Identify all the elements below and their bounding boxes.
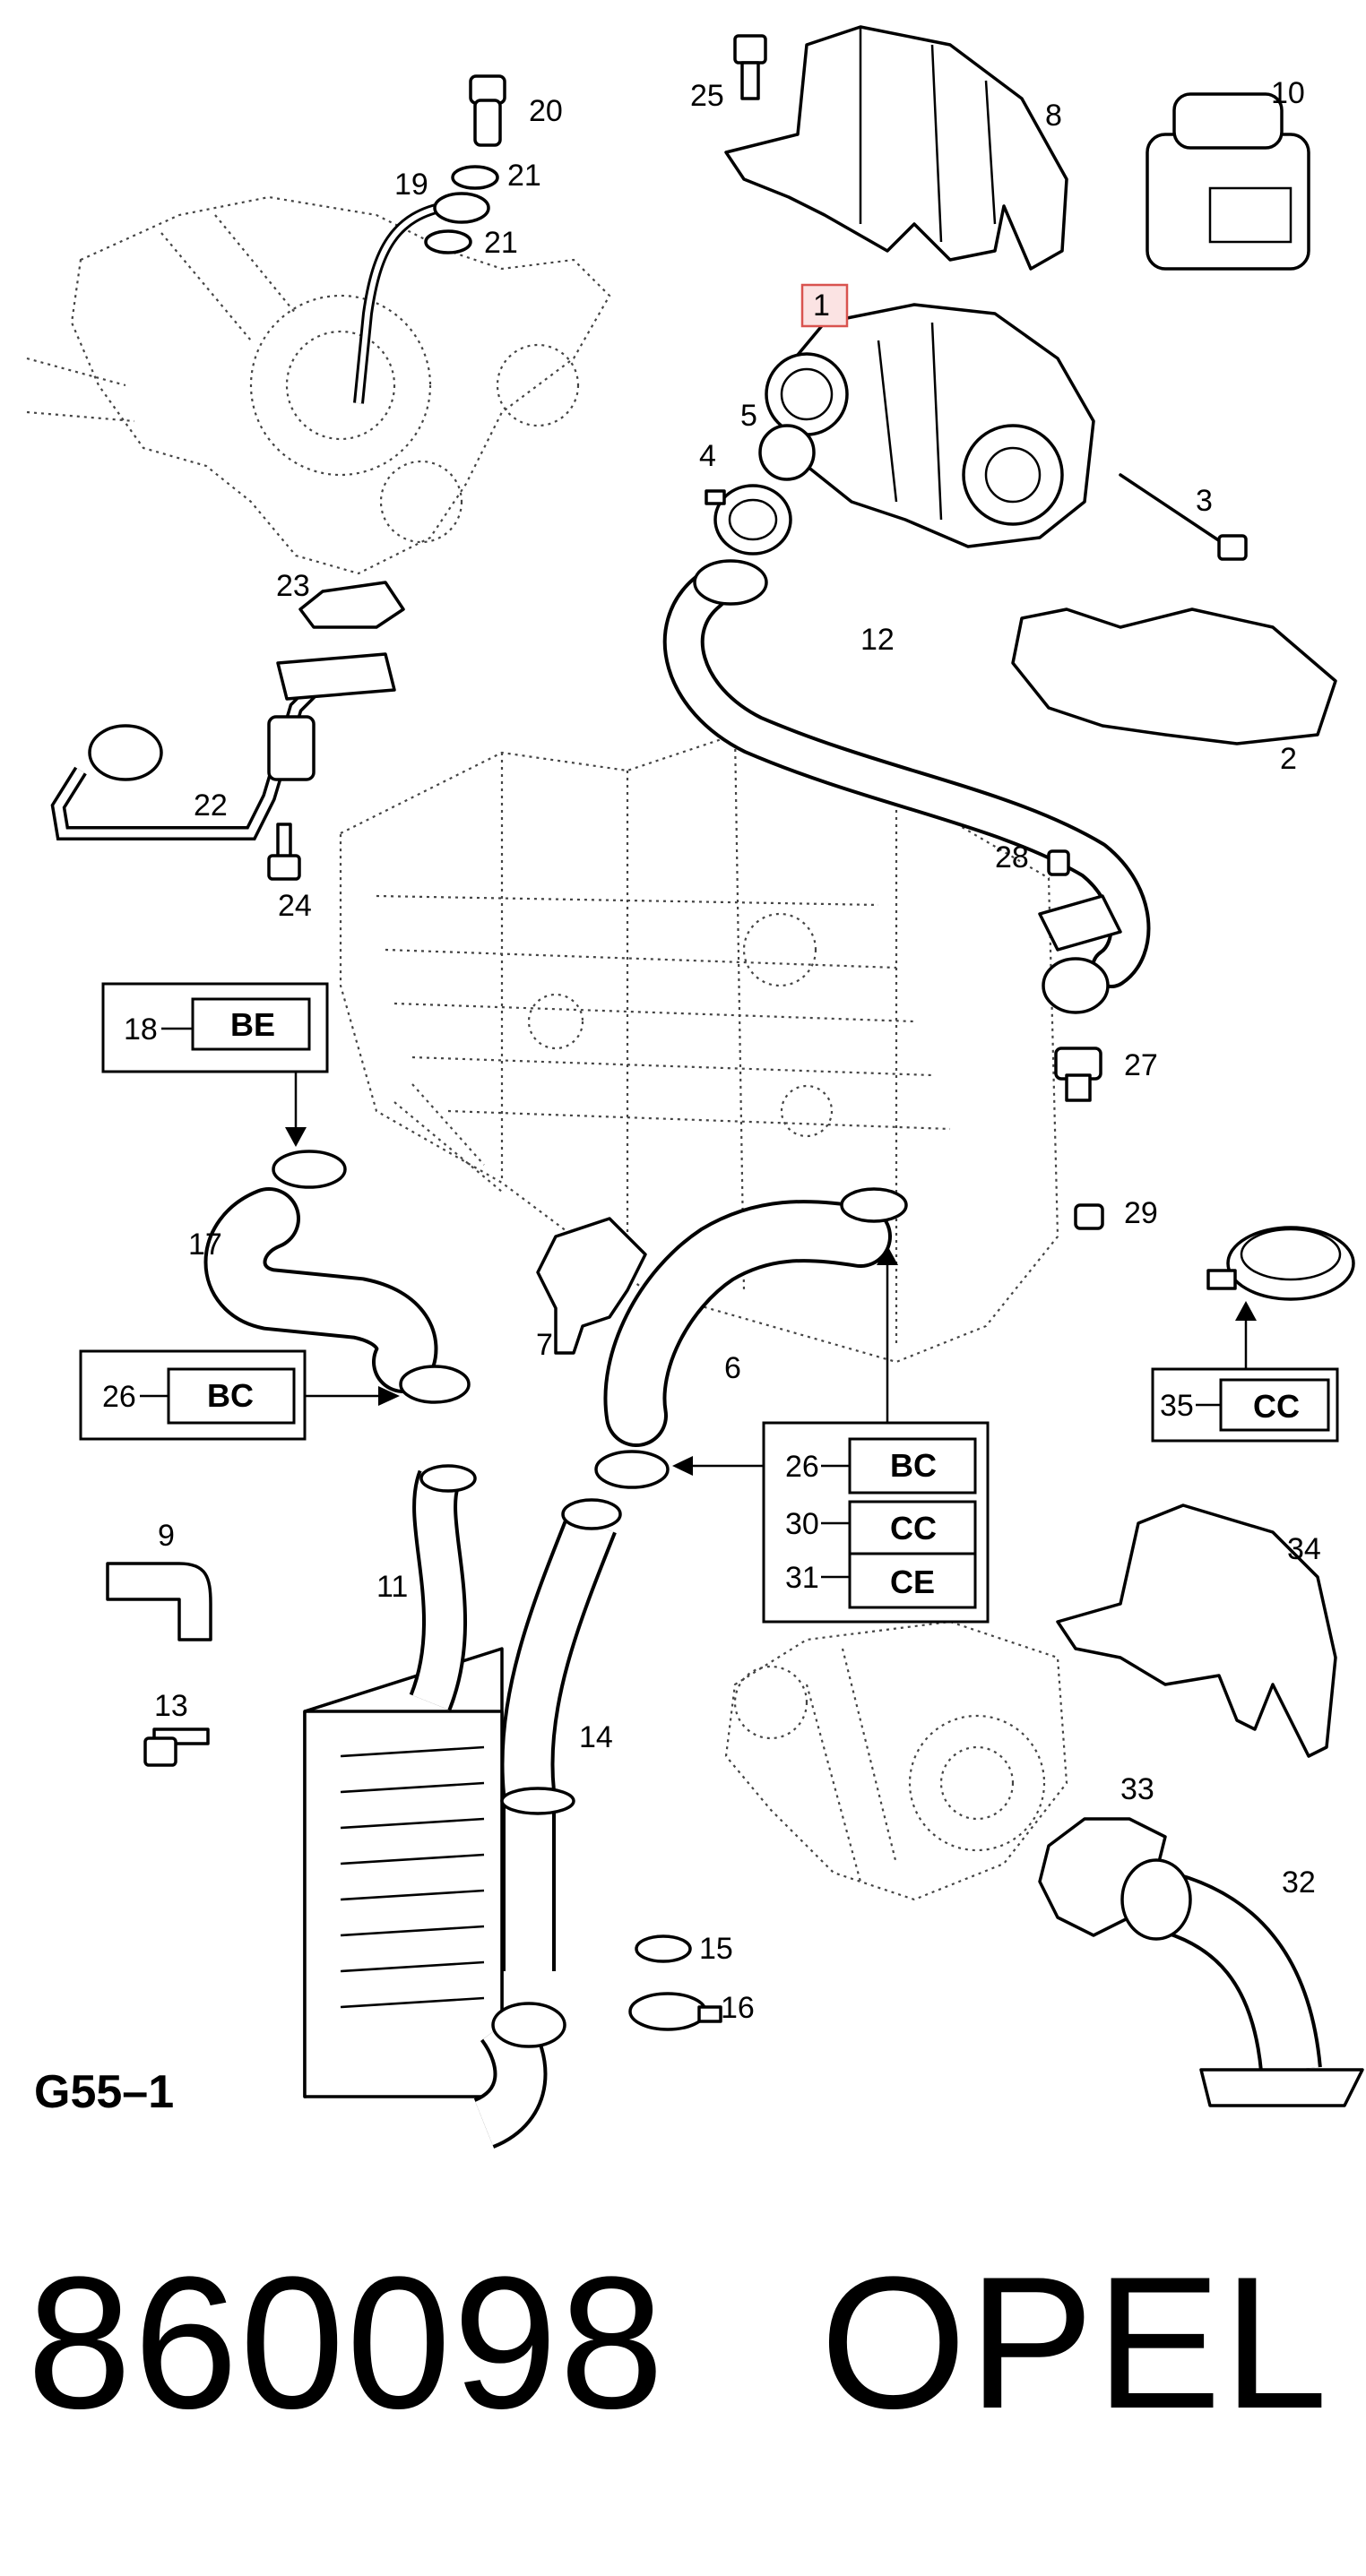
oil-return-line-part-22 [50,652,396,840]
svg-text:CE: CE [890,1564,935,1600]
svg-text:BC: BC [207,1377,254,1414]
bolt-part-28 [1047,849,1070,876]
callout-32: 32 [1282,1865,1316,1900]
callout-27: 27 [1124,1048,1158,1082]
seal-ring-part-5 [758,424,816,481]
gasket-part-23 [298,581,405,629]
callout-21-lower: 21 [484,226,518,260]
svg-text:BC: BC [890,1447,937,1484]
ref-box-26-left: 26 BC [79,1349,400,1441]
oil-feed-line-part-19 [353,192,490,404]
callout-22: 22 [194,788,228,823]
banjo-bolt-part-20 [469,74,506,147]
callout-4: 4 [699,439,716,473]
ref-box-35: 35 CC [1151,1301,1339,1443]
callout-29: 29 [1124,1196,1158,1230]
washer-part-21-upper [451,165,499,190]
callout-10: 10 [1271,76,1305,110]
callout-19: 19 [394,168,428,202]
heat-shield-part-34 [1056,1503,1337,1758]
callout-8: 8 [1045,99,1062,133]
highlight-box-part-1 [800,283,849,328]
callout-25: 25 [690,79,724,113]
part-number: 860098 [27,2237,666,2448]
hose-part-17 [203,1187,438,1393]
ref-box-18: 18 BE [101,982,329,1147]
callout-15: 15 [699,1932,733,1966]
callout-34: 34 [1287,1532,1321,1566]
intercooler-part-11 [303,1464,504,2098]
svg-text:CC: CC [890,1510,937,1546]
clamp-part-4 [705,484,792,556]
bolt-part-24 [267,823,301,881]
callout-2: 2 [1280,742,1297,776]
oil-filter-part-10 [1146,92,1310,271]
callout-33: 33 [1120,1772,1154,1806]
bracket-part-7 [536,1217,647,1355]
hose-part-6 [603,1200,892,1447]
callout-20: 20 [529,94,563,128]
nut-part-29 [1074,1203,1104,1230]
elbow-hose-part-9 [106,1562,212,1641]
callout-17: 17 [188,1228,222,1262]
callout-11: 11 [376,1570,408,1604]
callout-7: 7 [536,1328,553,1362]
svg-text:CC: CC [1253,1388,1300,1425]
pipe-part-12 [662,559,1151,1014]
callout-23: 23 [276,569,310,603]
diagram-code: G55–1 [34,2066,175,2118]
ref-box-26-30-31: 26 BC 30 CC 31 CE [672,1245,990,1624]
bolt-part-13 [143,1727,210,1767]
svg-text:35: 35 [1160,1389,1194,1423]
clamp-part-16 [628,1992,722,2031]
brand-name: OPEL [820,2237,1330,2448]
turbo-background-top-left [26,195,611,575]
svg-text:31: 31 [785,1561,819,1595]
callout-14: 14 [579,1720,613,1754]
stud-part-3 [1119,473,1248,561]
callout-21-upper: 21 [507,159,541,193]
callout-3: 3 [1196,484,1213,518]
svg-text:26: 26 [102,1380,136,1414]
callout-6: 6 [724,1351,741,1385]
clamp-part-26-upper [840,1187,908,1223]
gasket-part-2 [1011,607,1337,745]
washer-part-21-lower [424,229,472,254]
callout-1: 1 [813,289,830,323]
heat-shield-part-8 [724,25,1068,271]
svg-text:26: 26 [785,1450,819,1484]
callout-16: 16 [721,1991,755,2025]
clamp-part-18 [272,1150,347,1189]
bolt-part-25 [733,34,767,100]
svg-text:30: 30 [785,1507,819,1541]
nut-part-27 [1054,1047,1102,1102]
downpipe-part-32 [1120,1858,1364,2107]
callout-12: 12 [860,623,895,657]
clamp-part-26-left [399,1365,471,1404]
callout-28: 28 [995,840,1029,874]
callout-5: 5 [740,399,757,433]
clamp-part-26-center [594,1450,670,1489]
svg-text:BE: BE [230,1006,275,1043]
engine-block-background [339,733,1059,1364]
turbocharger-part-1 [765,303,1095,548]
clamp-part-35 [1206,1226,1355,1301]
callout-9: 9 [158,1519,175,1553]
callout-labels: 1 2 3 4 5 6 7 8 9 10 11 12 13 14 15 16 1… [154,76,1321,2025]
o-ring-part-15 [635,1934,692,1963]
intercooler-pipe-part-14 [472,1498,622,2149]
callout-13: 13 [154,1689,188,1723]
turbo-background-bottom [724,1620,1068,1901]
svg-text:18: 18 [124,1012,158,1047]
callout-24: 24 [278,889,312,923]
